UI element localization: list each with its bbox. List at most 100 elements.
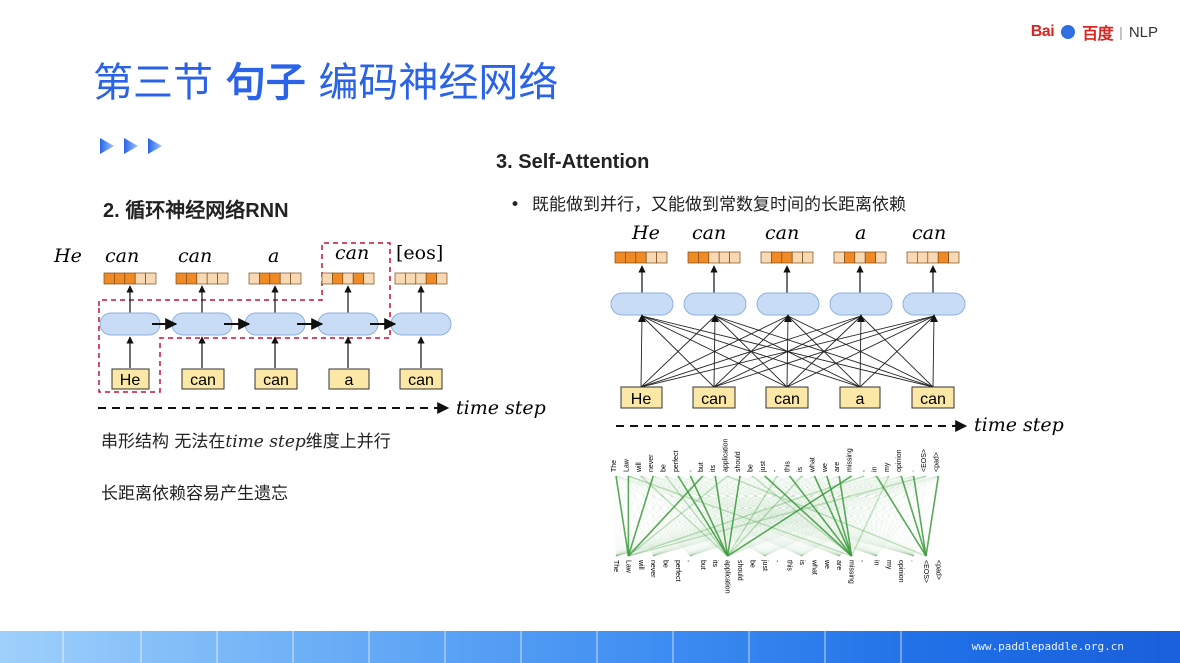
attention-weight-line bbox=[714, 475, 803, 557]
attention-weight-line bbox=[653, 475, 877, 557]
attention-weight-line bbox=[640, 475, 840, 557]
attention-weight-line bbox=[702, 475, 729, 557]
attention-weight-line bbox=[764, 475, 803, 557]
vector-cell bbox=[259, 272, 271, 285]
vector-cell bbox=[635, 251, 647, 264]
attention-token-bottom: <EOS> bbox=[922, 560, 929, 583]
self-attention-heading: 3. Self-Attention bbox=[496, 151, 650, 173]
attention-weight-line bbox=[838, 475, 914, 557]
attention-token-top: be bbox=[747, 464, 754, 472]
attention-link bbox=[932, 315, 935, 388]
attention-weight-line bbox=[653, 475, 852, 557]
attention-weight-line bbox=[615, 475, 840, 557]
rnn-input-arrows bbox=[126, 336, 425, 368]
attention-token-bottom: are bbox=[835, 560, 842, 570]
attention-weight-line bbox=[801, 475, 853, 557]
vector-cell bbox=[217, 272, 229, 285]
attention-token-bottom: The bbox=[612, 560, 619, 572]
attention-weight-line bbox=[677, 475, 840, 557]
attention-token-bottom: will bbox=[637, 559, 644, 570]
output-vector bbox=[394, 272, 448, 285]
attention-weight-line bbox=[628, 475, 877, 557]
attention-token-top: missing bbox=[847, 448, 854, 472]
vector-cell bbox=[196, 272, 208, 285]
self-attention-diagram: He can can a can He c bbox=[610, 222, 1064, 594]
attention-weight-line bbox=[727, 475, 766, 557]
vector-cell bbox=[321, 272, 333, 285]
attention-weight-line bbox=[875, 475, 915, 557]
attention-weight-line bbox=[851, 475, 877, 557]
attention-token-top: <EOS> bbox=[921, 449, 928, 472]
vector-cell bbox=[175, 272, 187, 285]
vector-cell bbox=[269, 272, 281, 285]
attention-weight-line bbox=[690, 475, 828, 557]
attention-link-arrowhead bbox=[784, 314, 792, 322]
attention-weight-line bbox=[665, 475, 728, 557]
rnn-input-label: can bbox=[263, 372, 289, 389]
attention-weight-line bbox=[615, 475, 654, 557]
attention-token-bottom: <pad> bbox=[934, 560, 941, 580]
sa-input-boxes bbox=[620, 386, 955, 409]
attention-weight-line bbox=[689, 475, 704, 557]
attention-token-top: never bbox=[648, 454, 655, 472]
attention-weight-line bbox=[875, 475, 902, 557]
attention-weight-line bbox=[801, 475, 828, 557]
attention-weight-line bbox=[727, 475, 803, 557]
attention-weight-line bbox=[764, 475, 840, 557]
attention-weight-line bbox=[689, 475, 741, 557]
output-vector bbox=[687, 251, 741, 264]
attention-weight-line bbox=[677, 475, 877, 557]
rnn-input-label: can bbox=[190, 372, 216, 389]
attention-weight-line bbox=[615, 475, 815, 557]
attention-token-bottom: just bbox=[761, 559, 768, 571]
vector-cell bbox=[937, 251, 949, 264]
vector-cell bbox=[864, 251, 876, 264]
baidu-logo: Bai 百度 | NLP bbox=[1031, 20, 1158, 44]
attention-token-top: Law bbox=[623, 458, 630, 472]
attention-token-top: be bbox=[661, 464, 668, 472]
attention-weight-line bbox=[789, 475, 803, 557]
attention-weight-line bbox=[652, 475, 778, 557]
vector-cell bbox=[687, 251, 699, 264]
attention-weight-line bbox=[764, 475, 890, 557]
attention-weight-line bbox=[615, 475, 840, 557]
attention-token-bottom: Law bbox=[624, 560, 631, 574]
attention-weight-line bbox=[715, 475, 914, 557]
vector-cell bbox=[363, 272, 375, 285]
attention-token-bottom: never bbox=[649, 560, 656, 578]
attention-weight-line bbox=[838, 475, 865, 557]
attention-weight-line bbox=[615, 475, 630, 557]
attention-token-bottom: but bbox=[699, 560, 706, 570]
vector-cell bbox=[875, 251, 887, 264]
paw-icon bbox=[1061, 25, 1076, 39]
attention-weight-line bbox=[653, 475, 865, 557]
attention-weight-line bbox=[615, 475, 865, 557]
vector-cell bbox=[906, 251, 918, 264]
attention-token-top: application bbox=[723, 438, 730, 472]
vector-cell bbox=[436, 272, 448, 285]
vector-cell bbox=[781, 251, 793, 264]
attention-token-bottom: be bbox=[662, 560, 669, 568]
attention-token-top: what bbox=[809, 457, 816, 473]
attention-weight-line bbox=[727, 475, 840, 557]
title-suffix: 编码神经网络 bbox=[318, 60, 559, 106]
attention-weight-line bbox=[727, 475, 877, 557]
attention-link bbox=[640, 315, 643, 388]
attention-weight-line bbox=[727, 475, 877, 557]
rnn-output-label: a bbox=[268, 245, 279, 267]
chevron-arrows-icon bbox=[100, 138, 162, 154]
attention-token-top: should bbox=[735, 451, 742, 472]
bullet-text: 既能做到并行，又能做到常数复时间的长距离依赖 bbox=[532, 195, 907, 215]
attention-weight-line bbox=[801, 475, 914, 557]
attention-link bbox=[641, 315, 934, 388]
attention-weight-line bbox=[690, 475, 790, 557]
vector-cell bbox=[342, 272, 354, 285]
attention-weight-line bbox=[652, 475, 803, 557]
attention-token-bottom: this bbox=[786, 560, 793, 571]
vector-cell bbox=[927, 251, 939, 264]
attention-weight-line bbox=[628, 475, 927, 557]
sa-attention-links bbox=[638, 314, 938, 388]
attention-weight-line bbox=[764, 475, 853, 557]
attention-weight-line bbox=[640, 475, 728, 557]
